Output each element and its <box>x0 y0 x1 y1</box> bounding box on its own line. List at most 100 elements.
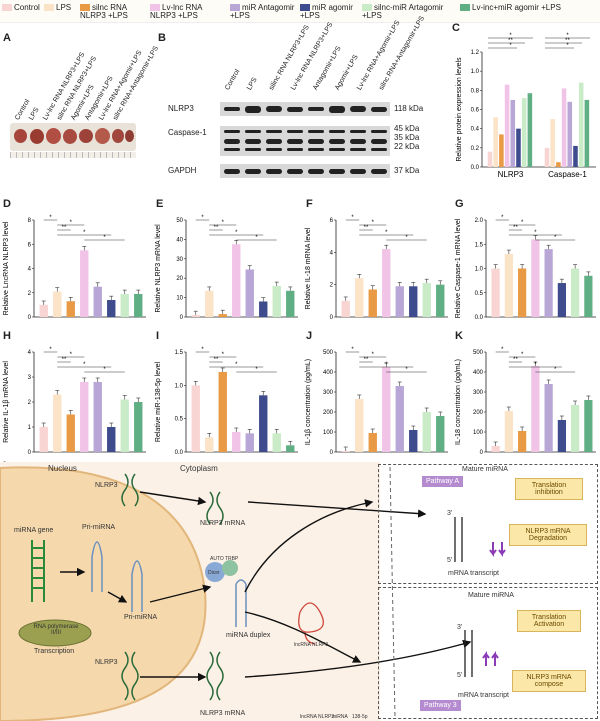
sig-mark: * <box>49 347 52 353</box>
legend-swatch <box>150 4 160 11</box>
blot-band <box>371 138 387 144</box>
sig-mark: * <box>372 220 375 226</box>
bar <box>561 88 567 167</box>
y-tick-label: 6 <box>28 242 32 248</box>
pathway-a-tag: Pathway A <box>422 476 464 487</box>
bar <box>259 301 268 317</box>
bar <box>218 372 227 452</box>
y-tick-label: 10 <box>176 296 183 302</box>
sig-mark: * <box>405 235 408 241</box>
sig-mark: * <box>385 362 388 368</box>
bar <box>518 268 527 317</box>
bar <box>120 293 129 317</box>
y-axis-label: Relative protein expression levels <box>456 57 463 162</box>
blot-band <box>329 105 345 113</box>
nlrp3-bottom-label: NLRP3 <box>95 659 118 666</box>
panel-label-k: K <box>455 330 463 342</box>
y-tick-label: 0.2 <box>471 146 480 152</box>
blot-row-name: NLRP3 <box>168 104 194 113</box>
bar <box>286 445 295 452</box>
legend-lnc: lncRNA NLRP3 <box>300 714 335 720</box>
blot-band <box>287 168 303 174</box>
sig-mark: * <box>70 220 73 226</box>
lane-label: Lv-lnc RNA+Agomir+LPS <box>356 19 402 92</box>
blot-row <box>220 164 390 178</box>
lnc-mark-label: lncRNA NLRP3 <box>294 642 329 648</box>
y-tick-label: 500 <box>323 350 334 356</box>
legend-label: miR agomir +LPS <box>300 3 353 20</box>
sig-mark: * <box>501 347 504 353</box>
y-tick-label: 500 <box>473 350 484 356</box>
dicer-label: Dicer <box>208 570 220 576</box>
bar <box>504 411 513 452</box>
blot-band <box>224 107 240 111</box>
blot-band <box>245 148 261 151</box>
bar <box>573 145 578 167</box>
bar <box>409 430 418 452</box>
blot-band <box>287 106 303 112</box>
blot-band <box>350 148 366 151</box>
bar <box>487 151 493 167</box>
mirna-duplex-label: miRNA duplex <box>226 632 271 639</box>
translation-inhibition-note: Translation inhibition <box>515 478 583 500</box>
y-tick-label: 200 <box>473 410 484 416</box>
y-tick-label: 0 <box>480 450 484 456</box>
y-tick-label: 2.0 <box>475 218 484 224</box>
y-tick-label: 2 <box>28 291 32 297</box>
y-tick-label: 100 <box>473 430 484 436</box>
legend-label: Lv-inc+miR agomir +LPS <box>472 3 561 12</box>
sig-mark: ** <box>513 225 518 231</box>
y-tick-label: 4 <box>28 267 32 273</box>
y-tick-label: 6 <box>330 218 334 224</box>
group-label: Caspase-1 <box>548 170 587 179</box>
bar <box>53 394 62 452</box>
panel-label-f: F <box>306 198 313 210</box>
blot-band <box>266 138 282 144</box>
y-tick-label: 0.6 <box>471 108 480 114</box>
sig-mark: * <box>351 215 354 221</box>
sig-mark: * <box>372 352 375 358</box>
bar <box>544 384 553 452</box>
bar <box>584 99 590 167</box>
sig-mark: * <box>554 367 557 373</box>
y-tick-label: 300 <box>323 390 334 396</box>
degradation-note: NLRP3 mRNA Degradation <box>509 524 587 546</box>
blot-row-name: GAPDH <box>168 166 197 175</box>
blot-band <box>224 148 240 151</box>
cytoplasm-label: Cytoplasm <box>180 464 218 473</box>
legend-label: miR Antagomir +LPS <box>230 3 295 20</box>
mrna-transcript-bottom: mRNA transcript <box>458 692 509 699</box>
bar <box>556 162 561 167</box>
y-tick-label: 50 <box>176 218 183 224</box>
y-tick-label: 1.2 <box>471 50 480 56</box>
legend-swatch <box>80 4 90 11</box>
bar <box>409 286 418 317</box>
legend-swatch <box>44 4 54 11</box>
legend-item: miR agomir +LPS <box>300 4 360 20</box>
lane-label: silnc RNA+Antagomir+LPS <box>378 15 427 92</box>
bar <box>491 446 500 452</box>
bar <box>368 433 377 452</box>
blot-band <box>371 148 387 151</box>
bar <box>518 431 527 452</box>
bar <box>510 99 516 167</box>
bar <box>395 386 404 452</box>
three-prime-b: 3' <box>457 624 463 631</box>
bar <box>134 402 143 452</box>
nlrp3-mrna-bottom-label: NLRP3 mRNA <box>200 710 246 717</box>
bar <box>259 395 268 452</box>
blot-band <box>308 138 324 144</box>
bar <box>205 290 214 317</box>
blot-band <box>350 168 366 174</box>
pri-mirna-hairpin <box>91 541 143 612</box>
blot-band <box>287 148 303 151</box>
bar <box>382 249 391 317</box>
y-tick-label: 0.0 <box>471 165 480 171</box>
blot-band <box>245 168 261 174</box>
legend-item: Lv-lnc RNA NLRP3 +LPS <box>150 4 228 20</box>
